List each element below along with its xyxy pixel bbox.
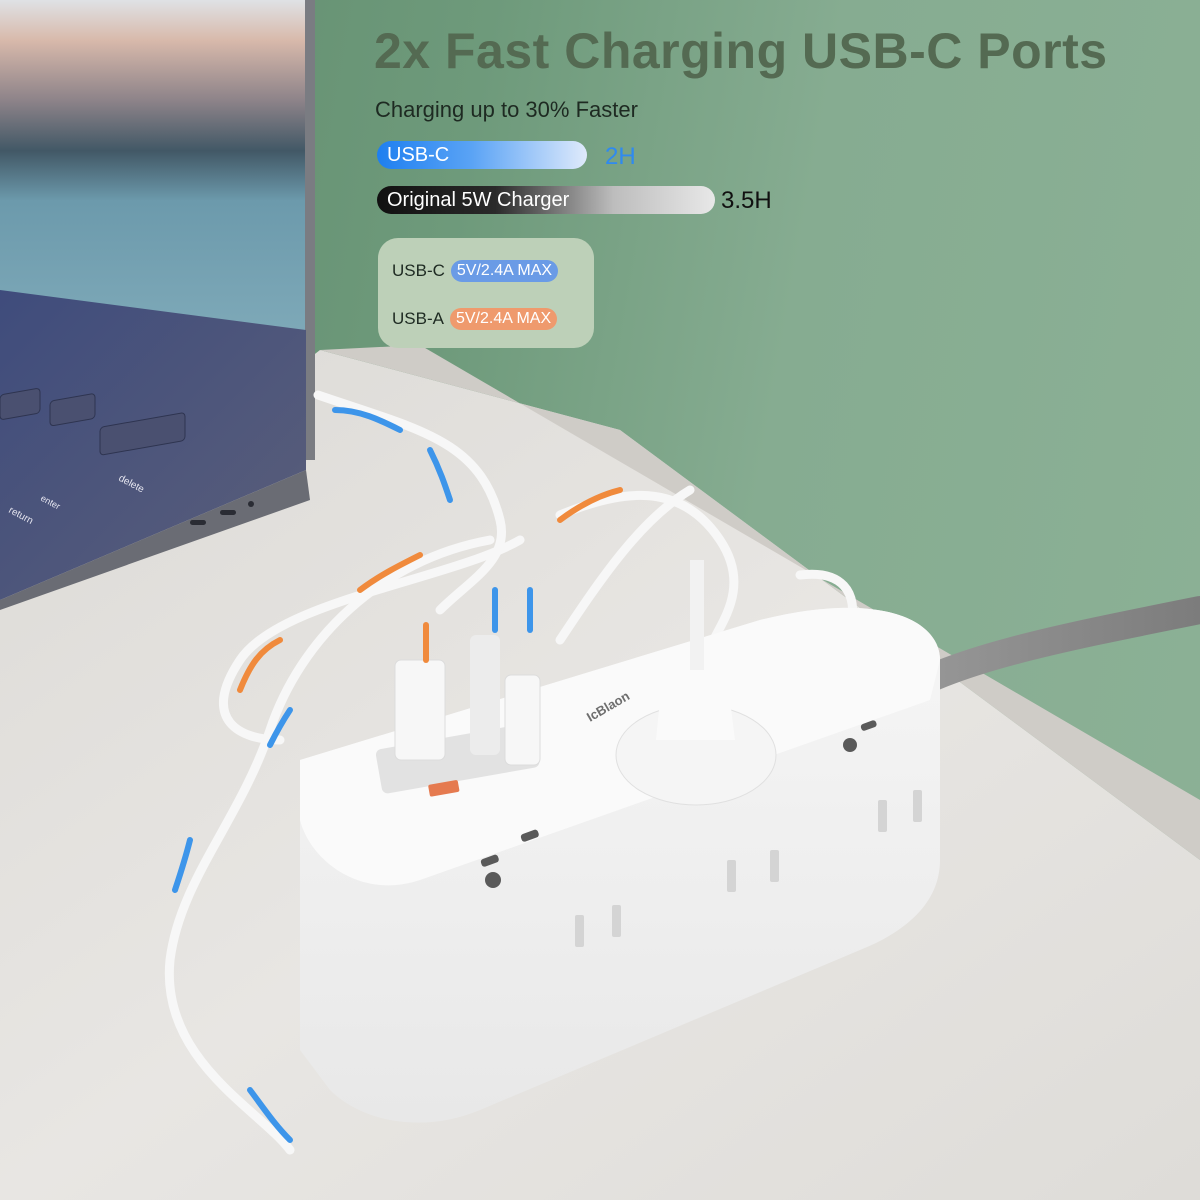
- spec-port-label: USB-C: [392, 261, 445, 280]
- spec-rating-badge: 5V/2.4A MAX: [450, 260, 559, 282]
- usb-cables: [164, 390, 858, 1155]
- spec-row-usb-c: USB-C 5V/2.4A MAX: [392, 260, 559, 282]
- usb-c-charge-time: 2H: [605, 143, 636, 170]
- original-charger-comparison-bar: Original 5W Charger: [377, 186, 715, 214]
- spec-port-label: USB-A: [392, 309, 444, 328]
- port-spec-card: USB-C 5V/2.4A MAX USB-A 5V/2.4A MAX: [378, 238, 594, 348]
- spec-row-usb-a: USB-A 5V/2.4A MAX: [392, 308, 558, 330]
- usb-c-bar-label: USB-C: [387, 143, 450, 166]
- side-outlets: [575, 790, 922, 947]
- usb-c-plug-1: [470, 635, 500, 755]
- ac-plug-cord: [690, 560, 704, 670]
- spec-rating-badge: 5V/2.4A MAX: [449, 308, 558, 330]
- original-bar-label: Original 5W Charger: [387, 188, 570, 211]
- usb-c-plug-2: [504, 674, 541, 766]
- laptop-illustration: delete return enter: [0, 0, 315, 610]
- original-charge-time: 3.5H: [721, 187, 772, 214]
- usb-a-port-orange: [428, 780, 460, 797]
- flow-arrows: [172, 407, 623, 1143]
- usb-c-comparison-bar: USB-C: [377, 141, 587, 169]
- subheadline: Charging up to 30% Faster: [375, 97, 638, 122]
- ac-plug-head: [656, 670, 735, 740]
- ac-outlets: [480, 720, 877, 888]
- usb-a-plug: [394, 659, 446, 761]
- headline: 2x Fast Charging USB-C Ports: [374, 23, 1108, 79]
